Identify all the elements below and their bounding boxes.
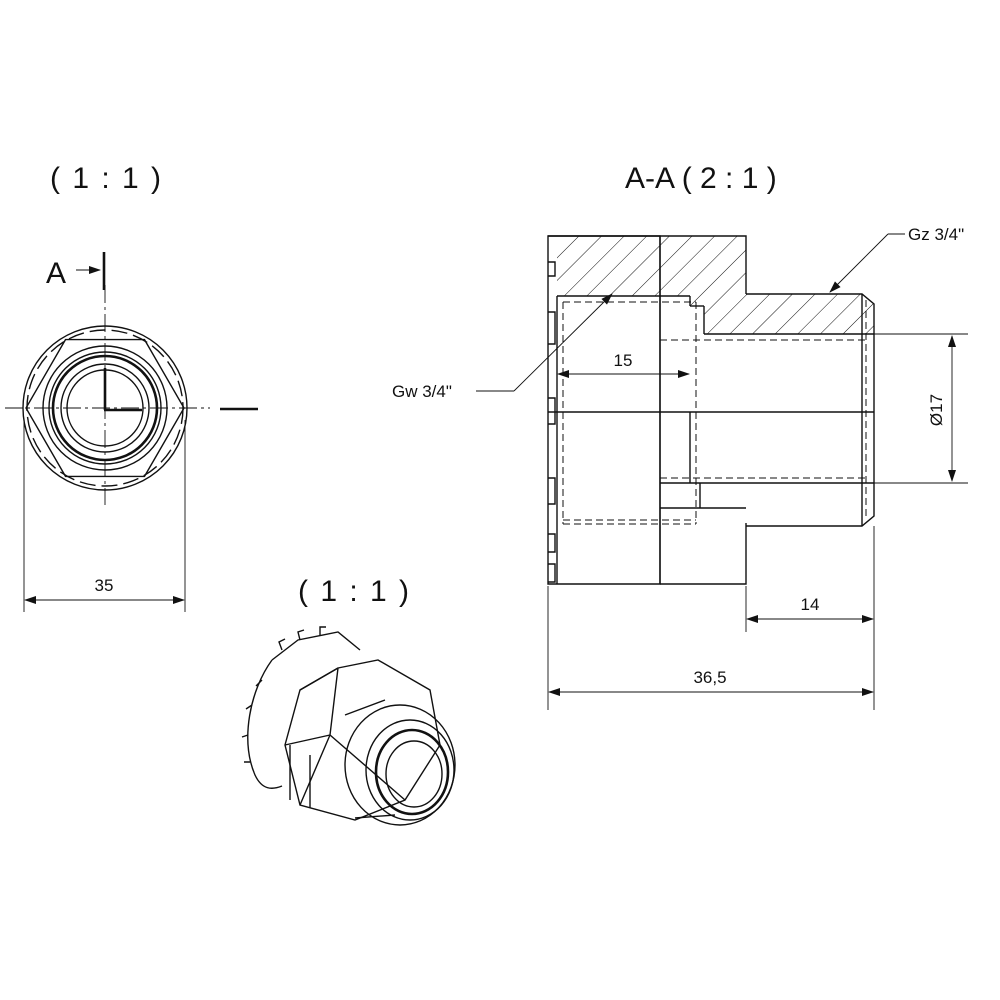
section-cut-marker: A bbox=[46, 252, 258, 411]
bore-dimension: Ø17 bbox=[870, 333, 968, 484]
section-marker-letter: A bbox=[46, 257, 66, 290]
spigot-length-dimension: 14 bbox=[745, 526, 875, 710]
thread-depth-dim-text: 15 bbox=[614, 351, 633, 370]
front-view-scale-label: ( 1 : 1 ) bbox=[50, 162, 163, 195]
front-view-centerlines bbox=[5, 285, 210, 505]
thread-depth-dimension: 15 bbox=[557, 351, 690, 378]
iso-view: ( 1 : 1 ) bbox=[241, 575, 456, 826]
male-thread-callout: Gz 3/4" bbox=[829, 225, 964, 293]
section-hatching bbox=[557, 236, 874, 334]
iso-body bbox=[241, 626, 456, 826]
front-width-dim-text: 35 bbox=[95, 576, 114, 595]
male-thread-label: Gz 3/4" bbox=[908, 225, 964, 244]
section-hidden-lines bbox=[562, 300, 867, 525]
spigot-length-dim-text: 14 bbox=[801, 595, 820, 614]
total-length-dimension: 36,5 bbox=[547, 586, 874, 710]
front-width-dimension: 35 bbox=[23, 420, 186, 612]
section-outline bbox=[547, 235, 875, 585]
total-length-dim-text: 36,5 bbox=[693, 668, 726, 687]
section-view: A-A ( 2 : 1 ) bbox=[392, 162, 968, 710]
section-title: A-A ( 2 : 1 ) bbox=[625, 162, 777, 195]
female-thread-label: Gw 3/4" bbox=[392, 382, 452, 401]
bore-dim-text: Ø17 bbox=[927, 394, 946, 426]
front-view: ( 1 : 1 ) A 35 bbox=[5, 162, 258, 612]
iso-view-scale-label: ( 1 : 1 ) bbox=[298, 575, 411, 608]
female-thread-callout: Gw 3/4" bbox=[392, 293, 613, 401]
